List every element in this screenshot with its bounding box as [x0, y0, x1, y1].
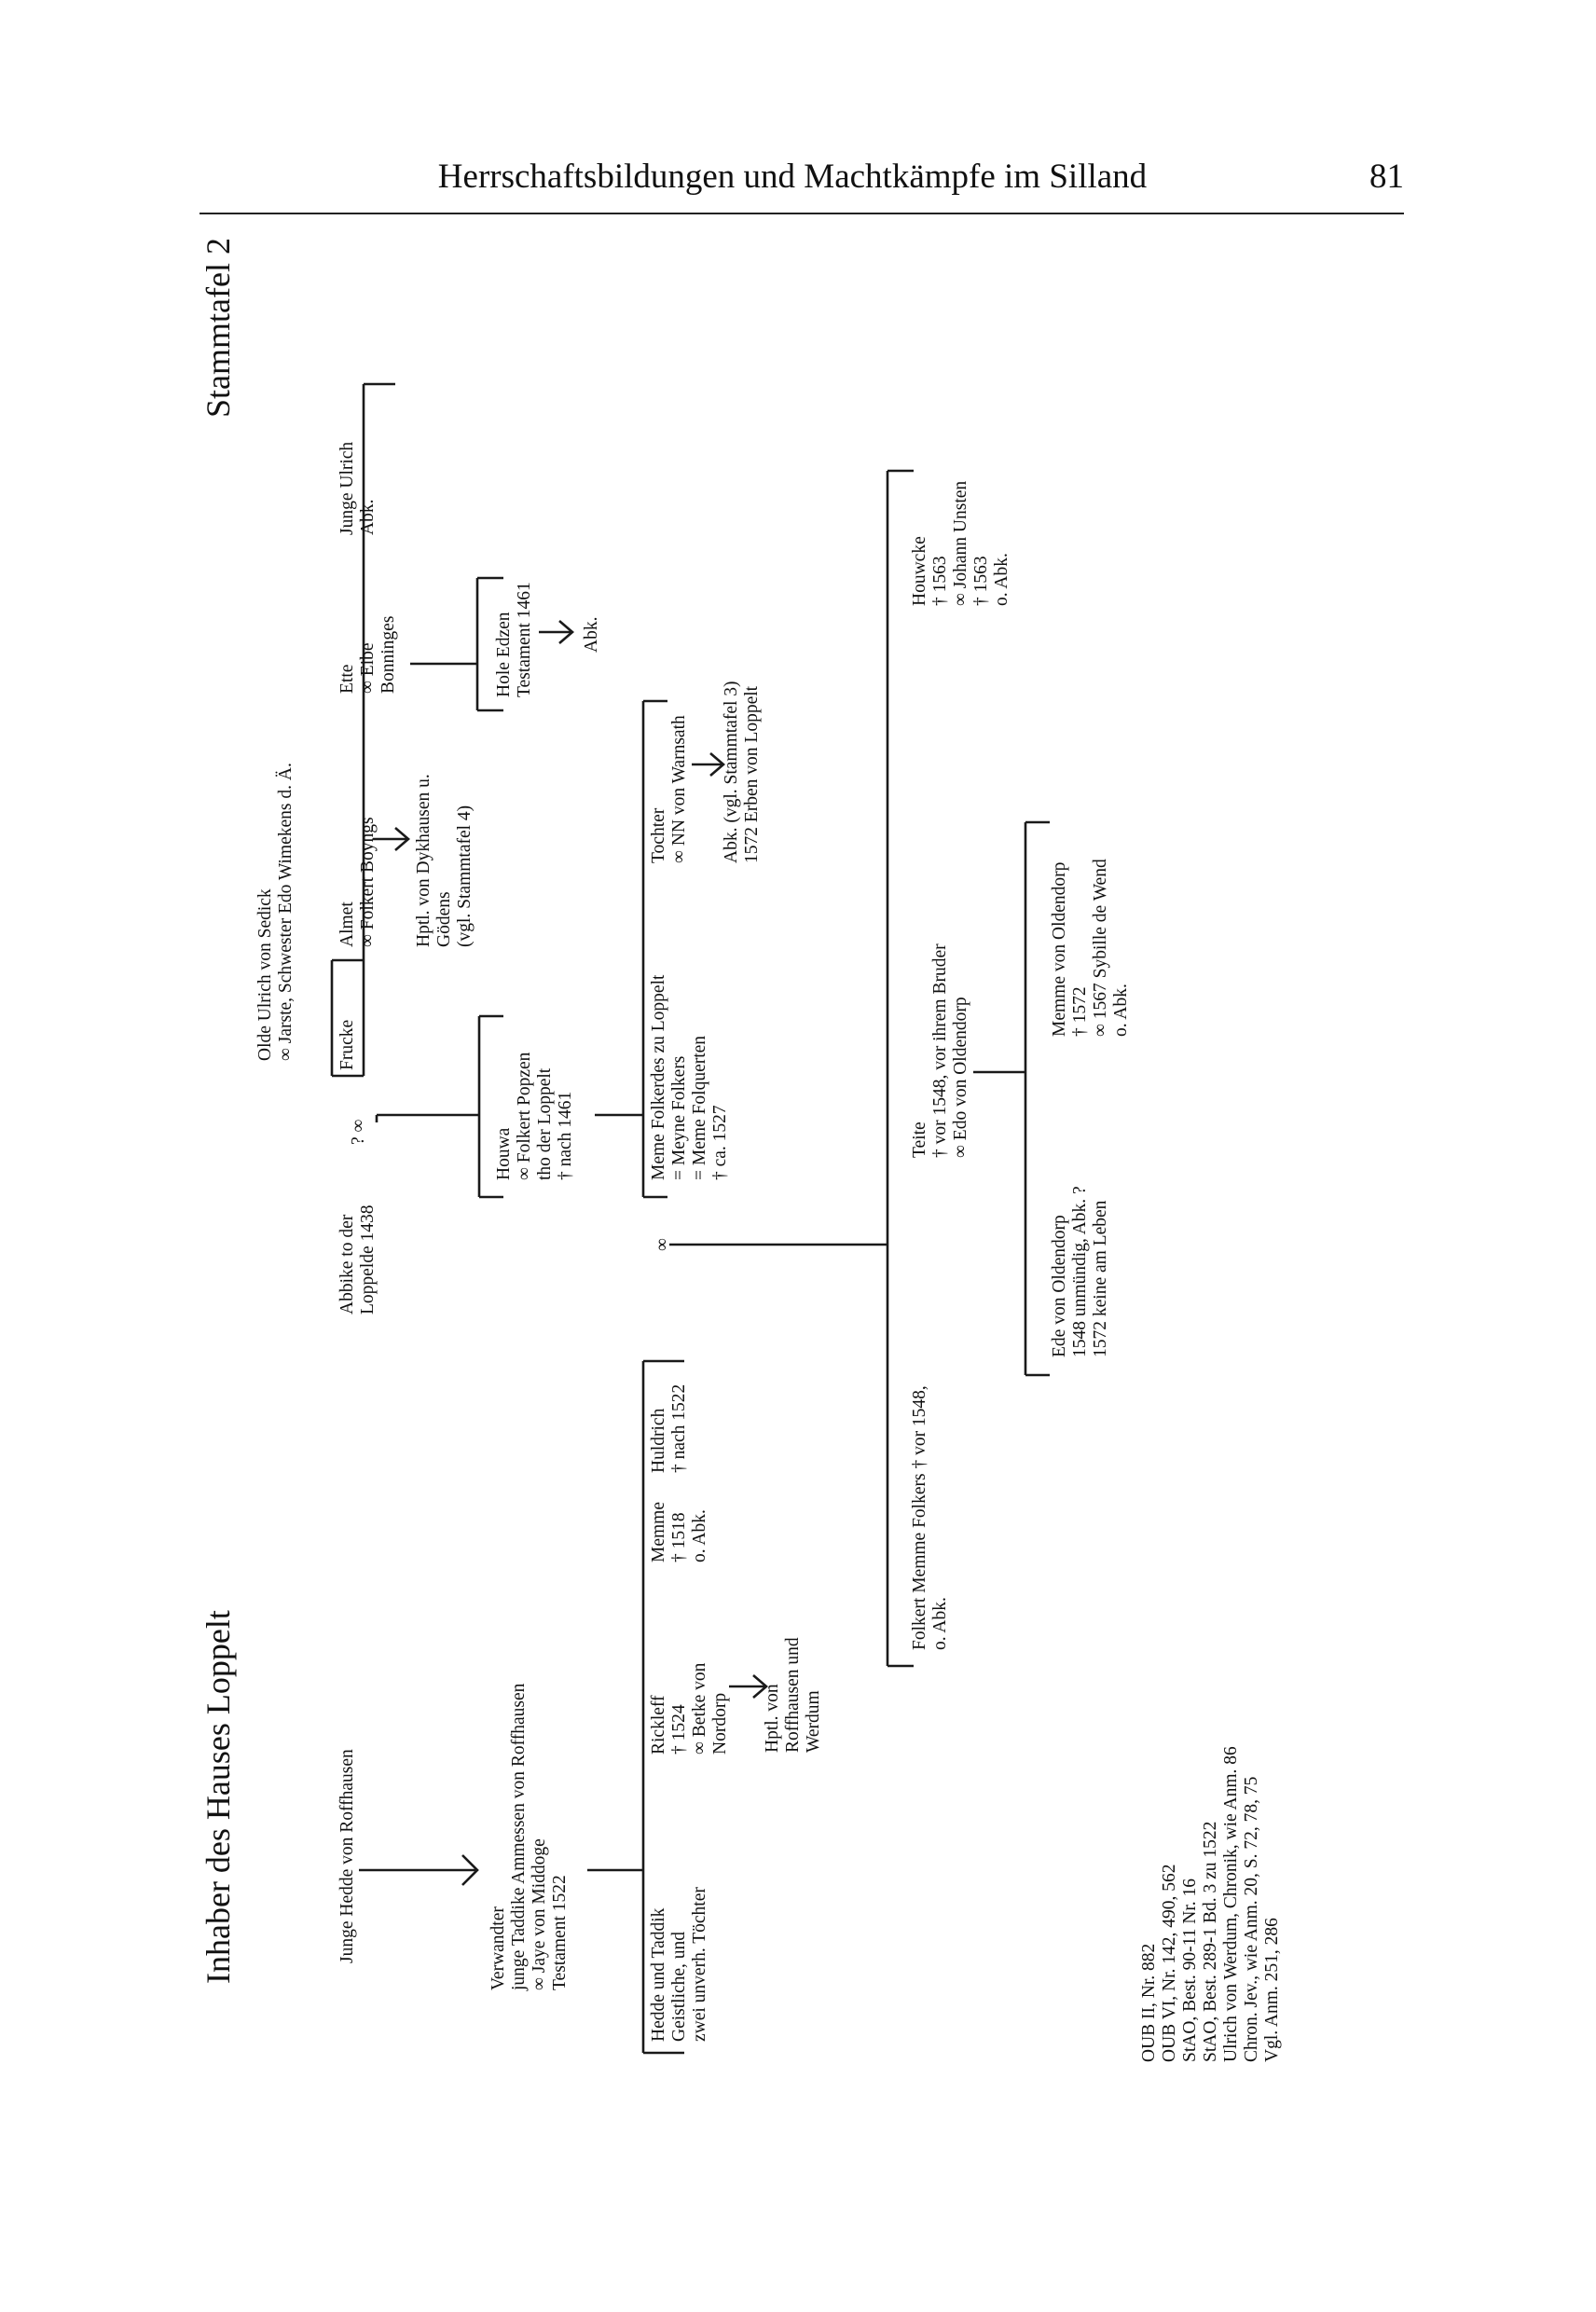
- person-hptl-roffhausen: Hptl. von Roffhausen und Werdum: [763, 1632, 823, 1753]
- page-number: 81: [1369, 158, 1404, 196]
- person-junge-hedde: Junge Hedde von Roffhausen: [337, 1749, 357, 1963]
- tree-connector-lines: [330, 382, 1050, 2055]
- marriage-mark-meme: ∞: [653, 1238, 672, 1251]
- person-tochter: Tochter ∞ NN von Warnsath: [649, 715, 689, 863]
- person-meme-folkerdes: Meme Folkerdes zu Loppelt = Meyne Folker…: [649, 970, 730, 1180]
- person-abbike: Abbike to der Loppelde 1438: [337, 1204, 378, 1314]
- person-ette: Ette ∞ Eibe Bonninges: [337, 616, 398, 694]
- header-rule: [200, 213, 1404, 214]
- person-hptl-dykhausen: Hptl. von Dykhausen u. Gödens (vgl. Stam…: [414, 769, 475, 947]
- person-rickleff: Rickleff † 1524 ∞ Betke von Nordorp: [649, 1658, 730, 1755]
- person-folkert-memme-folkers: Folkert Memme Folkers † vor 1548, o. Abk…: [910, 1381, 950, 1650]
- hole-edzen-abk: Abk.: [582, 617, 601, 653]
- arrowhead-hole-abk: [558, 620, 574, 644]
- person-olde-ulrich: Olde Ulrich von Sedick ∞ Jarste, Schwest…: [255, 763, 296, 1061]
- person-ede-oldendorp: Ede von Oldendorp 1548 unmündig, Abk. ? …: [1050, 1182, 1110, 1358]
- figure-title-left: Inhaber des Hauses Loppelt: [200, 1610, 237, 1984]
- arrowhead-hedde-verwandter: [461, 1854, 479, 1886]
- person-houwcke: Houwcke † 1563 ∞ Johann Unsten † 1563 o.…: [910, 476, 1011, 606]
- person-hedde-taddik: Hedde und Taddik Geistliche, und zwei un…: [649, 1887, 709, 2042]
- tochter-abk-note: Abk. (vgl. Stammtafel 3) 1572 Erben von …: [722, 677, 762, 863]
- running-title: Herrschaftsbildungen und Machtkämpfe im …: [437, 158, 1148, 196]
- person-huldrich: Huldrich † nach 1522: [649, 1384, 689, 1473]
- arrowhead-tochter-abk: [709, 752, 725, 777]
- figure-title-right: Stammtafel 2: [200, 238, 237, 418]
- arrowhead-almet-dykhausen: [394, 827, 410, 851]
- arrowhead-rickleff-hptl: [752, 1674, 768, 1699]
- person-teite: Teite † vor 1548, vor ihrem Bruder ∞ Edo…: [910, 940, 970, 1159]
- person-almet: Almet ∞ Folkert Boyngs: [337, 817, 378, 947]
- person-memme: Memme † 1518 o. Abk.: [649, 1497, 709, 1562]
- sources-list: OUB II, Nr. 882 OUB VI, Nr. 142, 490, 56…: [1139, 1741, 1282, 2062]
- marriage-mark-abbike-frucke: ? ∞: [349, 1119, 368, 1145]
- person-verwandter: Verwandter junge Taddike Ammessen von Ro…: [488, 1679, 570, 1991]
- person-junge-ulrich: Junge Ulrich Abk.: [337, 437, 378, 535]
- person-houwa: Houwa ∞ Folkert Popzen tho der Loppelt †…: [494, 1048, 575, 1180]
- person-hole-edzen: Hole Edzen Testament 1461: [494, 582, 534, 697]
- person-memme-oldendorp: Memme von Oldendorp † 1572 ∞ 1567 Sybill…: [1050, 854, 1131, 1037]
- person-frucke: Frucke: [337, 1020, 357, 1070]
